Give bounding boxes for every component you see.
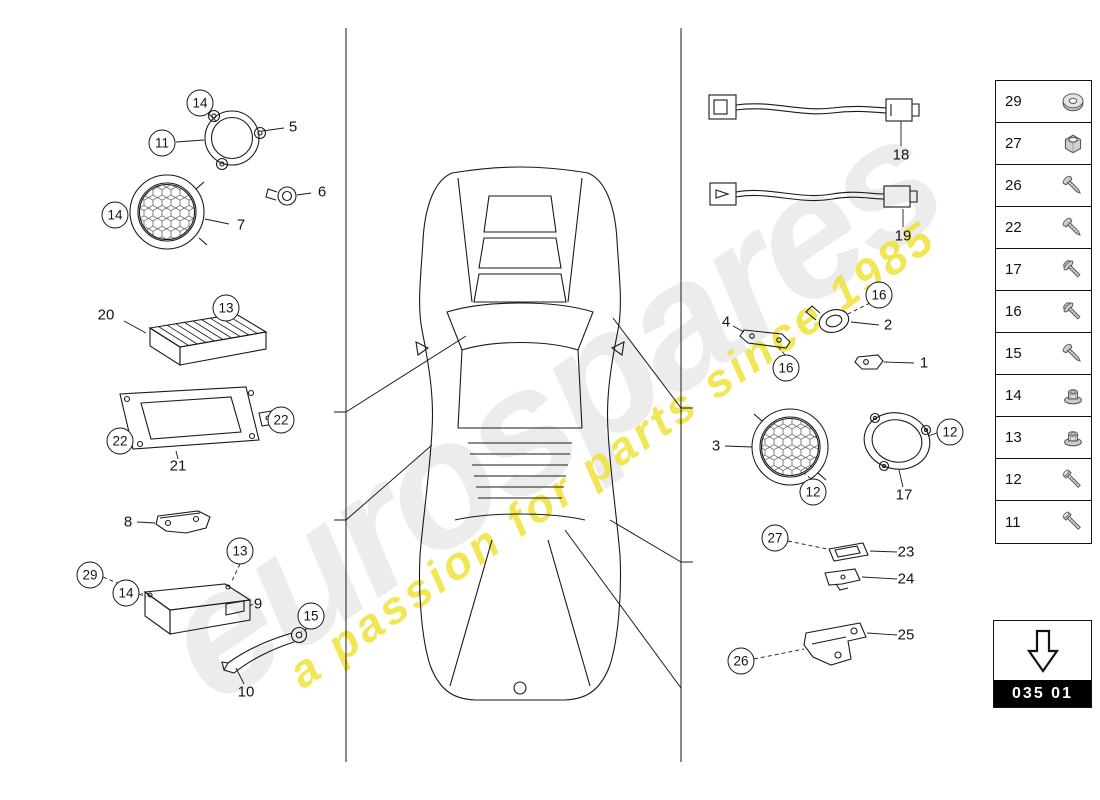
hex-bolt-icon (1059, 466, 1087, 494)
flange-nut-icon (1059, 424, 1087, 452)
part-10-bracket (221, 626, 308, 674)
fastener-row-14[interactable]: 14 (996, 375, 1091, 417)
fastener-row-22[interactable]: 22 (996, 207, 1091, 249)
fastener-number: 12 (1005, 471, 1022, 488)
callout-23[interactable]: 23 (897, 543, 915, 561)
part-5-speaker-ring (204, 109, 267, 171)
fastener-number: 14 (1005, 387, 1022, 404)
part-9-control-unit (143, 583, 252, 636)
callout-circled-26[interactable]: 26 (727, 647, 755, 675)
callout-circled-22[interactable]: 22 (106, 427, 134, 455)
callout-circled-14[interactable]: 14 (112, 579, 140, 607)
callout-circled-15[interactable]: 15 (297, 602, 325, 630)
callout-2[interactable]: 2 (883, 316, 893, 334)
pan-head-screw-icon (1059, 298, 1087, 326)
fastener-row-11[interactable]: 11 (996, 501, 1091, 543)
part-20-amplifier (148, 313, 268, 366)
callout-circled-27[interactable]: 27 (761, 524, 789, 552)
fastener-row-17[interactable]: 17 (996, 249, 1091, 291)
callout-9[interactable]: 9 (253, 595, 263, 613)
fastener-row-16[interactable]: 16 (996, 291, 1091, 333)
part-4-bracket (739, 329, 791, 349)
fastener-number: 11 (1005, 513, 1021, 531)
code-arrow-area (994, 621, 1091, 680)
hex-bolt-icon (1059, 508, 1087, 536)
callout-25[interactable]: 25 (897, 626, 915, 644)
part-8-bracket (155, 510, 211, 534)
fastener-number: 15 (1005, 345, 1022, 362)
tapping-screw-icon (1059, 214, 1087, 242)
part-3-speaker (751, 408, 829, 486)
frame-and-section-lines (334, 28, 693, 762)
callout-circled-14[interactable]: 14 (186, 89, 214, 117)
part-24-module (824, 568, 861, 591)
callout-1[interactable]: 1 (919, 354, 929, 372)
callout-7[interactable]: 7 (236, 216, 246, 234)
fastener-number: 13 (1005, 429, 1022, 446)
part-7-speaker (129, 174, 208, 250)
part-code: 035 01 (994, 680, 1091, 707)
callout-circled-14[interactable]: 14 (101, 201, 129, 229)
callout-circled-16[interactable]: 16 (865, 281, 893, 309)
callout-circled-29[interactable]: 29 (76, 561, 104, 589)
tapping-screw-icon (1059, 172, 1087, 200)
fastener-row-13[interactable]: 13 (996, 417, 1091, 459)
fastener-row-27[interactable]: 27 (996, 123, 1091, 165)
callout-24[interactable]: 24 (897, 570, 915, 588)
part-17-speaker-ring (863, 412, 932, 472)
callout-circled-12[interactable]: 12 (799, 478, 827, 506)
car-top-view (415, 166, 625, 701)
fastener-number: 22 (1005, 219, 1022, 236)
callout-circled-22[interactable]: 22 (267, 406, 295, 434)
fastener-row-15[interactable]: 15 (996, 333, 1091, 375)
callout-circled-12[interactable]: 12 (936, 418, 964, 446)
callout-19[interactable]: 19 (894, 227, 912, 245)
callout-10[interactable]: 10 (237, 683, 255, 701)
callout-18[interactable]: 18 (892, 146, 910, 164)
fastener-row-12[interactable]: 12 (996, 459, 1091, 501)
callout-circled-16[interactable]: 16 (772, 354, 800, 382)
down-arrow-icon (1026, 629, 1059, 673)
fastener-number: 27 (1005, 135, 1022, 152)
callout-3[interactable]: 3 (711, 437, 721, 455)
part-1-clip (854, 354, 884, 370)
tapping-screw-icon (1059, 340, 1087, 368)
callout-21[interactable]: 21 (169, 457, 187, 475)
part-code-box: 035 01 (993, 620, 1092, 708)
callout-circled-13[interactable]: 13 (212, 294, 240, 322)
part-2-tweeter (805, 305, 850, 333)
callout-5[interactable]: 5 (288, 118, 298, 136)
pan-head-screw-icon (1059, 256, 1087, 284)
callout-17[interactable]: 17 (895, 486, 913, 504)
grommet-icon (1059, 88, 1087, 116)
callout-4[interactable]: 4 (721, 313, 731, 331)
part-23-module (828, 542, 869, 562)
flange-nut-icon (1059, 382, 1087, 410)
fastener-row-26[interactable]: 26 (996, 165, 1091, 207)
callout-20[interactable]: 20 (97, 306, 115, 324)
fastener-number: 26 (1005, 177, 1022, 194)
callout-circled-13[interactable]: 13 (226, 537, 254, 565)
cable-19-drawing (709, 182, 918, 208)
fastener-number: 29 (1005, 93, 1022, 110)
fastener-sidebar: 29 27 26 22 17 16 15 14 13 12 11 (995, 80, 1092, 544)
callout-circled-11[interactable]: 11 (148, 129, 176, 157)
callout-8[interactable]: 8 (123, 513, 133, 531)
fastener-number: 16 (1005, 303, 1022, 320)
part-25-bracket (803, 622, 867, 666)
hex-nut-icon (1059, 130, 1087, 158)
cable-18-drawing (708, 94, 920, 122)
fastener-row-29[interactable]: 29 (996, 81, 1091, 123)
fastener-number: 17 (1005, 261, 1022, 278)
part-6-tweeter (265, 186, 297, 206)
callout-6[interactable]: 6 (317, 183, 327, 201)
callout-leader-lines (102, 111, 938, 685)
